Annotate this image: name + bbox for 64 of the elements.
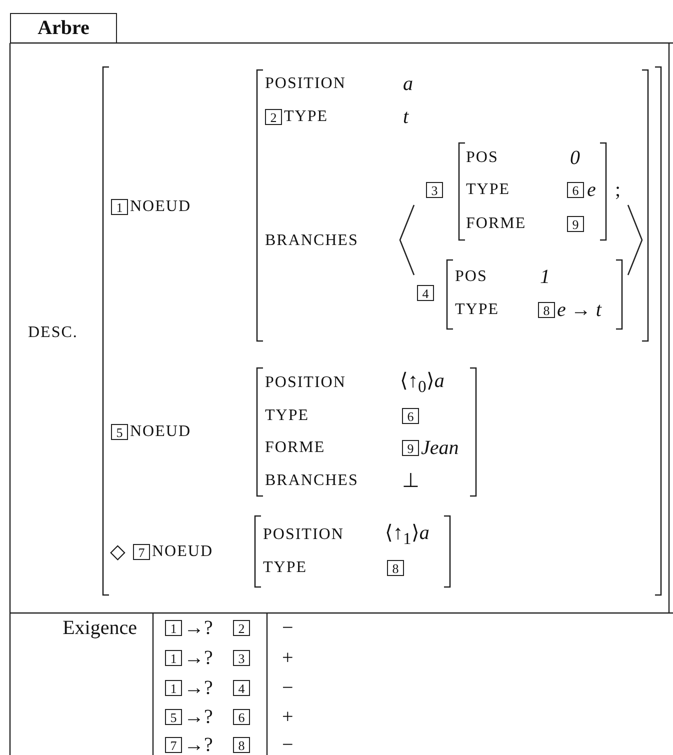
- tag-number: 1: [165, 650, 182, 666]
- feature-name: TYPE: [263, 559, 307, 577]
- feature-value: e → t: [557, 299, 602, 321]
- feature-value: e: [587, 179, 596, 201]
- constraint-value: +: [282, 706, 294, 728]
- tag-number: 3: [426, 182, 443, 198]
- feature-name: POSITION: [265, 374, 346, 392]
- tag-number: 8: [233, 737, 250, 753]
- constraint-text: →?: [184, 677, 213, 699]
- tag-number: 6: [402, 408, 419, 424]
- feature-name: TYPE: [455, 301, 499, 319]
- tag-number: 6: [567, 182, 584, 198]
- table-header: Exigence: [62, 617, 137, 639]
- constraint-value: −: [282, 617, 294, 639]
- tag-number: 2: [233, 620, 250, 636]
- feature-value: Jean: [421, 437, 459, 459]
- tag-number: 7: [165, 737, 182, 753]
- modal-symbol: ◇: [110, 541, 125, 563]
- feature-name: TYPE: [284, 108, 328, 126]
- constraint-value: −: [282, 677, 294, 699]
- feature-value: 1: [540, 266, 550, 288]
- feature-name: POS: [466, 149, 498, 167]
- constraint-value: +: [282, 647, 294, 669]
- tag-number: 5: [165, 709, 182, 725]
- tag-number: 1: [111, 199, 128, 215]
- feature-name: BRANCHES: [265, 472, 358, 490]
- constraint-text: →?: [184, 647, 213, 669]
- tag-number: 6: [233, 709, 250, 725]
- feature-name: POSITION: [263, 526, 344, 544]
- feature-name: TYPE: [265, 407, 309, 425]
- tag-number: 4: [233, 680, 250, 696]
- feature-name: POS: [455, 268, 488, 286]
- feature-value: t: [403, 106, 409, 128]
- feature-name: FORME: [466, 215, 526, 233]
- feature-name: TYPE: [466, 181, 510, 199]
- feature-name: NOEUD: [130, 198, 191, 216]
- constraint-text: →?: [184, 706, 213, 728]
- feature-name: DESC.: [28, 324, 78, 342]
- tag-number: 2: [265, 109, 282, 125]
- constraint-text: →?: [184, 734, 213, 755]
- feature-value: ⊥: [402, 470, 419, 492]
- tag-number: 5: [111, 424, 128, 440]
- tag-number: 9: [402, 440, 419, 456]
- separator: ;: [615, 179, 621, 201]
- feature-name: FORME: [265, 439, 326, 457]
- tag-number: 1: [165, 620, 182, 636]
- tag-number: 4: [417, 285, 434, 301]
- tag-number: 1: [165, 680, 182, 696]
- feature-value: 0: [570, 147, 580, 169]
- feature-name: NOEUD: [152, 543, 213, 561]
- tag-number: 8: [387, 560, 404, 576]
- feature-value: ⟨↑$_{1}$⟩a: [385, 522, 430, 548]
- feature-name: NOEUD: [130, 423, 191, 441]
- feature-value: ⟨↑$_{0}$⟩a: [400, 370, 444, 396]
- title-tab: Arbre: [10, 13, 117, 43]
- feature-name: BRANCHES: [265, 232, 358, 250]
- tag-number: 3: [233, 650, 250, 666]
- feature-name: POSITION: [265, 75, 346, 93]
- tag-number: 9: [567, 216, 584, 232]
- constraint-text: →?: [184, 617, 213, 639]
- tag-number: 8: [538, 302, 555, 318]
- constraint-value: −: [282, 734, 294, 755]
- tag-number: 7: [133, 544, 150, 560]
- feature-value: a: [403, 73, 413, 95]
